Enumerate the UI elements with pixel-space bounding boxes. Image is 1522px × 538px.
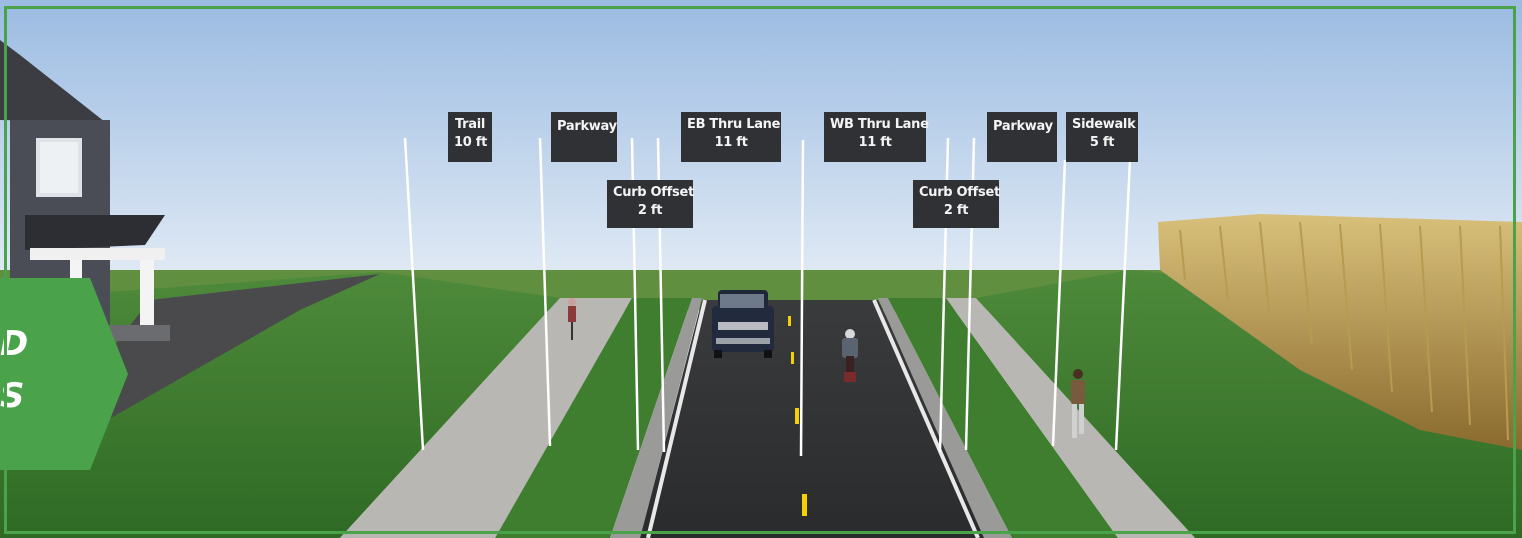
parkway-left-label: Parkway	[551, 112, 617, 162]
curb-offset-left-label-name: Curb Offset	[613, 185, 694, 200]
curb-offset-right-label-name: Curb Offset	[919, 185, 1000, 200]
trail-right-line	[538, 137, 552, 447]
cyclist	[568, 298, 576, 340]
left-edge-line	[646, 299, 707, 538]
sidewalk-right-line	[1114, 159, 1132, 451]
eb-thru-lane-label-name: EB Thru Lane	[687, 117, 781, 132]
trail-left-line	[403, 137, 425, 451]
parkway-right-label: Parkway	[987, 112, 1057, 162]
wb-thru-lane-label: WB Thru Lane 11 ft	[824, 112, 929, 162]
left-parkway	[495, 298, 692, 538]
eb-thru-lane-label-width: 11 ft	[714, 135, 748, 150]
sidewalk-label-width: 5 ft	[1089, 135, 1115, 150]
badge-letter-bottom: S	[0, 376, 25, 416]
eb-thru-lane-label: EB Thru Lane 11 ft	[681, 112, 781, 162]
parkway-left-label-name: Parkway	[557, 119, 617, 134]
curb-offset-left-label-width: 2 ft	[637, 203, 663, 218]
sidewalk-surface	[946, 298, 1195, 538]
badge-letter-top: D	[0, 324, 29, 364]
right-curb	[878, 298, 1012, 538]
trail-surface	[340, 298, 632, 538]
trail-label-width: 10 ft	[454, 135, 487, 150]
trail-label-name: Trail	[454, 117, 486, 132]
curb-offset-left-label: Curb Offset 2 ft	[607, 180, 694, 228]
center-line	[788, 316, 807, 516]
sidewalk-label: Sidewalk 5 ft	[1066, 112, 1138, 162]
right-edge-line	[872, 299, 980, 538]
motorcyclist	[842, 329, 858, 382]
sidewalk-left-line	[1051, 159, 1067, 447]
wb-thru-lane-label-name: WB Thru Lane	[830, 117, 929, 132]
roadway	[640, 300, 1000, 538]
badge-shape	[0, 278, 128, 470]
section-badge	[0, 278, 128, 470]
parkway-right-label-name: Parkway	[993, 119, 1053, 134]
centerline-marker-line	[799, 139, 805, 457]
driveway	[40, 274, 380, 440]
right-parkway	[888, 298, 1118, 538]
pickup-truck	[712, 290, 774, 358]
trail-label: Trail 10 ft	[448, 112, 492, 162]
wb-thru-lane-label-width: 11 ft	[858, 135, 892, 150]
pedestrian	[1071, 369, 1085, 438]
curb-offset-right-label: Curb Offset 2 ft	[913, 180, 1000, 228]
sidewalk-label-name: Sidewalk	[1072, 117, 1136, 132]
badge-text: D S	[0, 318, 28, 422]
corn-stalks	[1179, 221, 1509, 441]
curb-offset-right-label-width: 2 ft	[943, 203, 969, 218]
left-curb	[610, 298, 702, 538]
